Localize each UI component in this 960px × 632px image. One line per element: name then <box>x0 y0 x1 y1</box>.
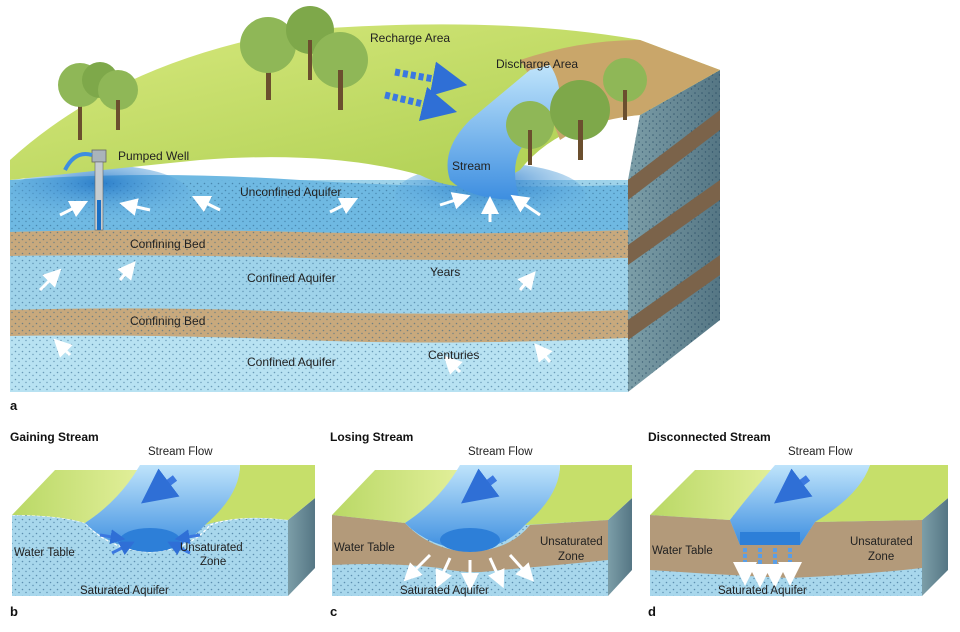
unsaturated-zone <box>650 515 922 578</box>
tree-icon <box>58 62 138 140</box>
label-zone: Zone <box>200 556 226 568</box>
pumped-well-icon <box>63 149 107 231</box>
label-confining-bed-1: Confining Bed <box>130 237 205 251</box>
right-bank <box>525 465 632 525</box>
block-side-face <box>288 498 315 596</box>
flow-arrows-surface <box>384 61 468 122</box>
label-confined-aquifer-2: Confined Aquifer <box>247 355 336 369</box>
label-saturated-aquifer: Saturated Aquifer <box>718 585 807 597</box>
unsaturated-zone <box>332 515 608 573</box>
label-years: Years <box>430 265 460 279</box>
side-strata-1 <box>628 110 720 200</box>
panel-letter-d: d <box>648 604 656 619</box>
left-bank <box>332 470 460 523</box>
label-discharge-area: Discharge Area <box>496 57 578 71</box>
label-recharge-area: Recharge Area <box>370 31 450 45</box>
panel-d-disconnected-stream: Disconnected Stream Stream Flow Water Ta… <box>648 430 948 619</box>
left-bank <box>12 470 140 523</box>
panel-b-gaining-stream: Gaining Stream Stream Flow Water Table U… <box>10 430 315 619</box>
label-unsaturated: Unsaturated <box>540 536 603 548</box>
stream-channel <box>85 465 240 550</box>
label-zone: Zone <box>868 551 894 563</box>
side-strata-3 <box>628 255 720 340</box>
stream-flow-arrow <box>461 468 500 504</box>
label-pumped-well: Pumped Well <box>118 149 189 163</box>
stream-channel <box>405 465 560 550</box>
stream-flow-arrow <box>141 468 180 504</box>
label-water-table: Water Table <box>334 542 395 554</box>
stream-channel <box>447 65 560 200</box>
right-bank <box>815 465 948 522</box>
label-water-table: Water Table <box>652 545 713 557</box>
label-saturated-aquifer: Saturated Aquifer <box>80 585 169 597</box>
panel-letter-a: a <box>10 398 18 413</box>
label-stream-flow: Stream Flow <box>788 446 853 458</box>
stream-bed <box>120 528 180 552</box>
label-centuries: Centuries <box>428 348 479 362</box>
label-unconfined-aquifer: Unconfined Aquifer <box>240 185 341 199</box>
label-confined-aquifer-1: Confined Aquifer <box>247 271 336 285</box>
panel-a-block: Recharge Area Discharge Area Pumped Well… <box>10 6 720 413</box>
panel-title-gaining: Gaining Stream <box>10 430 99 444</box>
stream-bed <box>440 528 500 552</box>
label-stream: Stream <box>452 159 491 173</box>
label-unsaturated: Unsaturated <box>180 542 243 554</box>
label-water-table: Water Table <box>14 547 75 559</box>
block-side-face <box>922 498 948 596</box>
label-zone: Zone <box>558 551 584 563</box>
panel-title-losing: Losing Stream <box>330 430 413 444</box>
panel-letter-b: b <box>10 604 18 619</box>
block-side-face <box>608 498 632 596</box>
label-saturated-aquifer: Saturated Aquifer <box>400 585 489 597</box>
stream-bed <box>740 532 800 545</box>
panel-title-disconnected: Disconnected Stream <box>648 430 771 444</box>
stream-channel <box>730 465 870 545</box>
gaining-arrows <box>99 529 201 556</box>
left-bank <box>650 470 775 520</box>
tree-icon <box>240 6 368 110</box>
panel-letter-c: c <box>330 604 337 619</box>
groundwater-flow-arrows <box>38 192 553 375</box>
losing-arrows <box>403 553 535 591</box>
label-stream-flow: Stream Flow <box>468 446 533 458</box>
panel-c-losing-stream: Losing Stream Stream Flow Water Table Un… <box>330 430 632 619</box>
stream-flow-arrow <box>774 468 813 504</box>
disconnected-seepage-arrows <box>733 548 802 588</box>
right-bank <box>205 465 315 525</box>
label-unsaturated: Unsaturated <box>850 536 913 548</box>
label-confining-bed-2: Confining Bed <box>130 314 205 328</box>
tree-icon <box>506 58 647 165</box>
side-strata-2 <box>628 180 720 265</box>
label-stream-flow: Stream Flow <box>148 446 213 458</box>
